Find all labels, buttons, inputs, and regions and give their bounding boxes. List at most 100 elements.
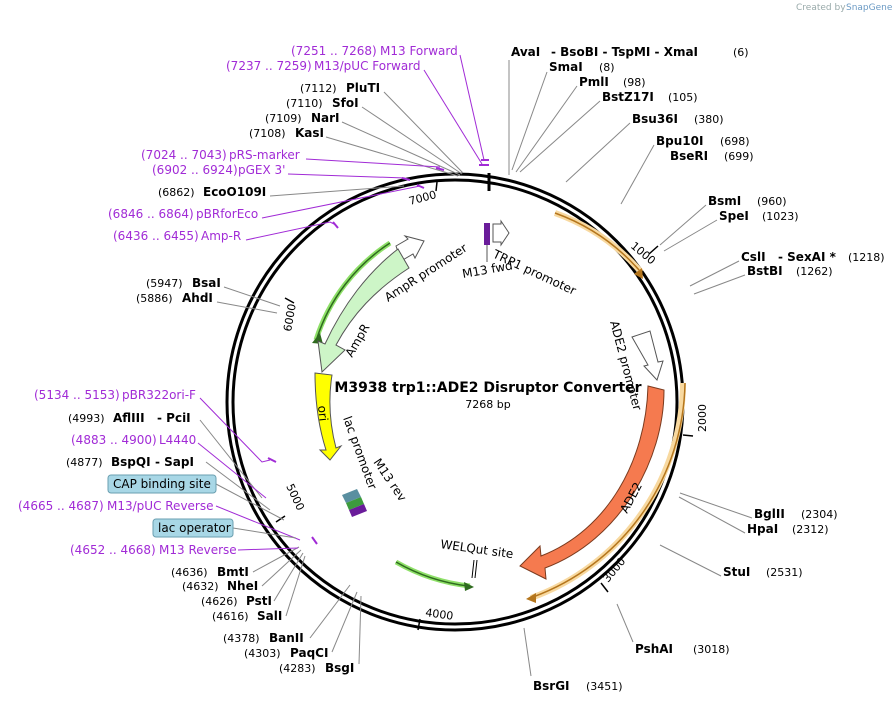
ori-feature: [314, 372, 343, 461]
site-csli-extra: - SexAI *: [778, 250, 837, 264]
leader-hpai: [678, 496, 746, 534]
site-afliii-extra: - PciI: [157, 411, 191, 425]
lac-promoter-label: lac promoter: [340, 414, 379, 491]
ampr-feature: [317, 248, 410, 374]
leader-pshai: [616, 603, 634, 643]
leader-pmli: [515, 85, 578, 173]
primer-m13-reverse-range: (4652 .. 4668): [70, 543, 156, 557]
leader-banii: [309, 584, 351, 639]
site-spei: SpeI: [719, 209, 749, 223]
tick-2000: [682, 434, 694, 437]
site-csli-pos: (1218): [848, 251, 885, 264]
leader-nari: [341, 121, 461, 176]
primer-m13puc-forward: M13/pUC Forward: [314, 59, 421, 73]
site-csli: CslI: [741, 250, 766, 264]
primer-m13-forward-range: (7251 .. 7268): [291, 44, 377, 58]
leader-m13puc-reverse: [215, 505, 301, 541]
leader-smai: [511, 71, 548, 171]
site-avai: AvaI: [511, 45, 540, 59]
lac-cluster-feature: [342, 489, 367, 517]
welqut-arc-arrow: [464, 582, 474, 591]
site-bstbi-pos: (1262): [796, 265, 833, 278]
site-paqci: PaqCI: [290, 646, 328, 660]
site-bstz17i-pos: (105): [668, 91, 698, 104]
site-sali-pos: (4616): [212, 610, 249, 623]
leader-bglii: [679, 492, 753, 519]
leader-sfoi: [361, 106, 463, 175]
primer-ampr-range: (6436 .. 6455): [113, 229, 199, 243]
primer-prs-marker-range: (7024 .. 7043): [141, 148, 227, 162]
leader-bsmi: [659, 204, 707, 246]
site-bsgi-pos: (4283): [279, 662, 316, 675]
site-bsai-pos: (5947): [146, 277, 183, 290]
site-kasi-pos: (7108): [249, 127, 286, 140]
site-paqci-pos: (4303): [244, 647, 281, 660]
site-spei-pos: (1023): [762, 210, 799, 223]
trp1-arc: [554, 212, 640, 271]
site-pluti: PluTI: [346, 81, 380, 95]
tick-7000: [435, 181, 438, 192]
site-bmti: BmtI: [217, 565, 249, 579]
tick-label-7000: 7000: [407, 188, 437, 208]
leader-csli: [689, 260, 740, 287]
site-bstbi: BstBI: [747, 264, 783, 278]
primer-pgex3-range: (6902 .. 6924): [152, 163, 238, 177]
site-smai-pos: (8): [599, 61, 615, 74]
site-ecoo109i: EcoO109I: [203, 185, 266, 199]
welqut-label: WELQut site: [440, 537, 515, 561]
site-pluti-pos: (7112): [300, 82, 337, 95]
primers: (7251 .. 7268) M13 Forward (7237 .. 7259…: [18, 44, 489, 557]
primer-m13-forward: M13 Forward: [380, 44, 458, 58]
leader-m13-reverse: [237, 547, 299, 551]
ade2-promoter-feature: [631, 330, 664, 381]
sites-left: (7112) PluTI (7110) SfoI (7109) NarI (71…: [66, 81, 464, 675]
site-sfoi: SfoI: [332, 96, 359, 110]
leader-sali: [285, 555, 306, 617]
site-nari-pos: (7109): [265, 112, 302, 125]
ade2-promoter-label: ADE2 promoter: [607, 319, 644, 412]
primer-m13-reverse: M13 Reverse: [159, 543, 237, 557]
plasmid-length: 7268 bp: [465, 398, 510, 411]
site-avai-extra: - BsoBI - TspMI - XmaI: [551, 45, 698, 59]
site-banii: BanII: [269, 631, 304, 645]
primer-pgex3: pGEX 3': [238, 163, 285, 177]
lac-badge-label: lac operator: [158, 521, 231, 535]
site-bpu10i-pos: (698): [720, 135, 750, 148]
leader-pbr322ori-f: [199, 397, 271, 463]
welqut-marker-2: [474, 559, 478, 579]
leader-pluti: [383, 91, 464, 174]
tick-label-5000: 5000: [283, 482, 307, 513]
site-hpai-pos: (2312): [792, 523, 829, 536]
leader-bsai: [223, 286, 281, 307]
leader-bstz17i: [519, 100, 601, 173]
leader-bmti: [252, 546, 300, 573]
tick-3000: [600, 582, 609, 593]
tick-label-6000: 6000: [281, 303, 299, 333]
welqut-marker: [471, 559, 475, 579]
site-bsgi: BsgI: [325, 661, 354, 675]
leader-bsrgi: [523, 627, 532, 677]
tick-label-2000: 2000: [696, 404, 709, 432]
site-bstz17i: BstZ17I: [602, 90, 654, 104]
site-kasi: KasI: [295, 126, 324, 140]
leader-afliii: [199, 419, 263, 499]
site-sfoi-pos: (7110): [286, 97, 323, 110]
leader-spei: [663, 219, 718, 252]
leader-cap: [215, 483, 285, 521]
primer-ampr: Amp-R: [201, 229, 241, 243]
sites-right: AvaI - BsoBI - TspMI - XmaI (6) SmaI (8)…: [508, 45, 885, 693]
leader-bspqi: [205, 461, 271, 511]
site-bspqi-pos: (4877): [66, 456, 103, 469]
leader-ahdi: [216, 301, 278, 314]
plasmid-title: M3938 trp1::ADE2 Disruptor Converter: [334, 380, 641, 396]
tick-6000: [284, 297, 295, 304]
site-bsrgi: BsrGI: [533, 679, 570, 693]
site-pshai-pos: (3018): [693, 643, 730, 656]
leader-l4440: [197, 442, 267, 499]
primer-l4440: L4440: [159, 433, 196, 447]
site-bsmi-pos: (960): [757, 195, 787, 208]
mark-m13-reverse: [311, 536, 318, 545]
tick-4000: [417, 618, 421, 631]
leader-m13-forward: [459, 54, 485, 161]
